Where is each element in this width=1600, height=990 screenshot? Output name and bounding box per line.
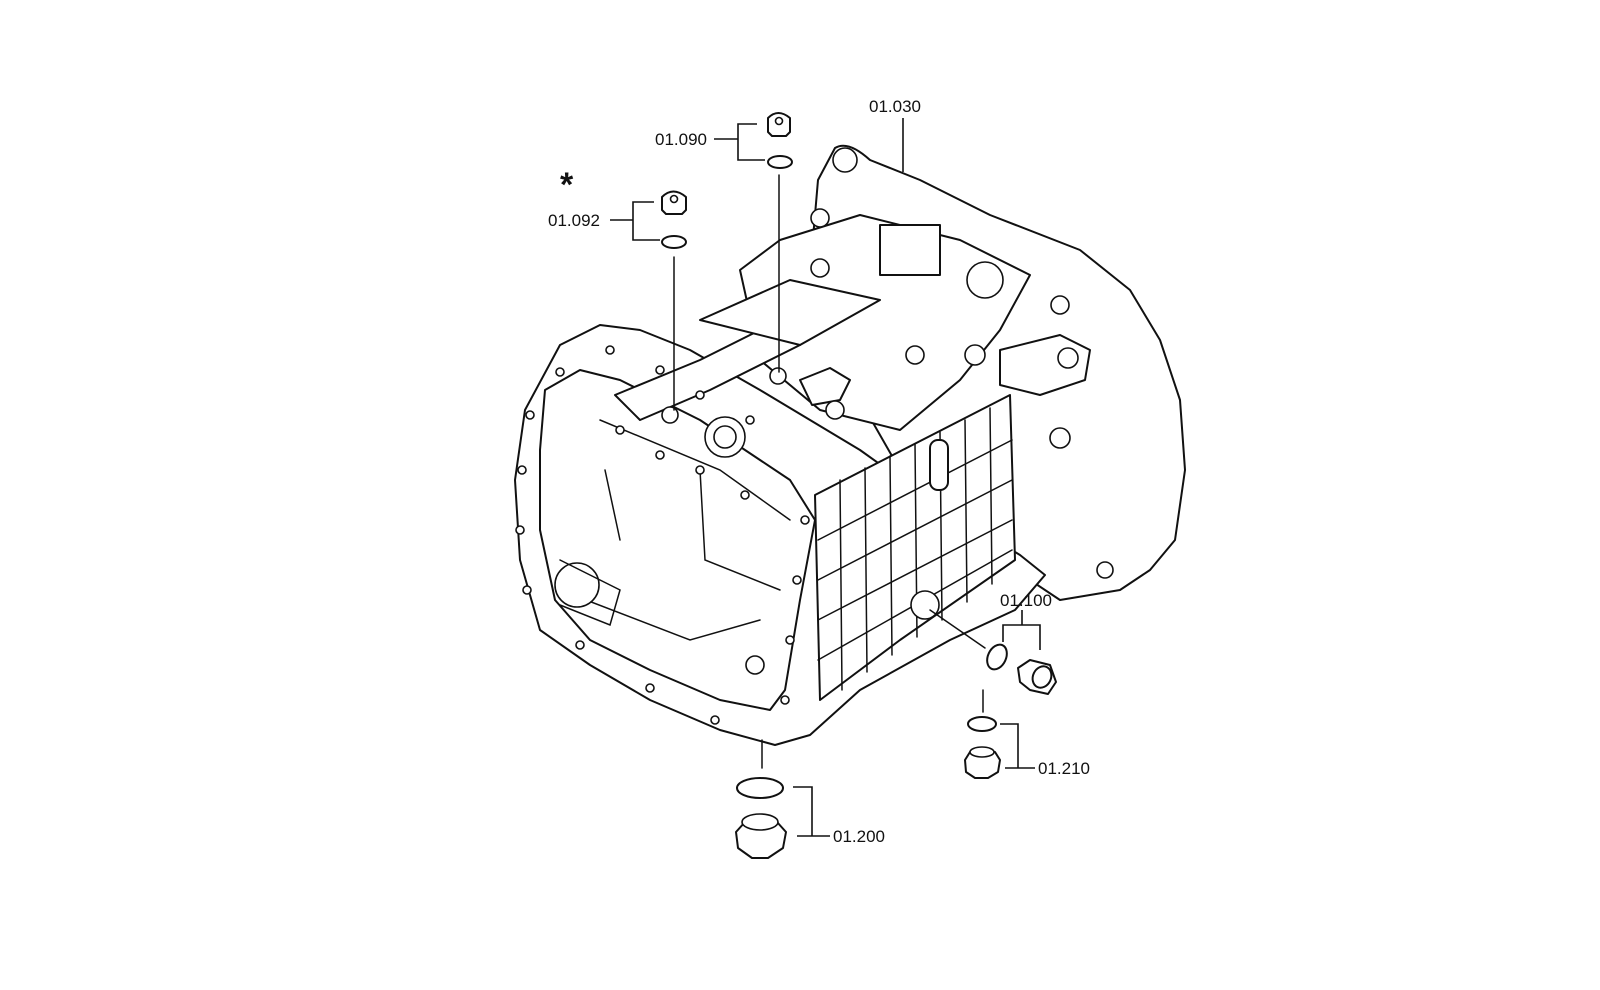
seal-ring-01210 [967, 716, 997, 732]
plug-seat-01092 [661, 406, 679, 424]
plug-01210 [964, 751, 1001, 779]
rear-round-port [966, 261, 1004, 299]
callout-01090-bracket [714, 123, 765, 161]
plug-seat-01090 [769, 367, 787, 385]
rear-lug-hole [1057, 347, 1079, 369]
top-round-boss-inner [713, 425, 737, 449]
lifting-eye-hole [832, 147, 858, 173]
front-bore-boss [559, 559, 621, 627]
callout-01200-label: 01.200 [833, 827, 885, 846]
part-01210 [964, 689, 1035, 779]
front-bore [554, 562, 600, 608]
seal-ring-01200 [736, 777, 784, 799]
seal-ring-01090 [767, 155, 793, 169]
seal-ring-01092 [661, 235, 687, 249]
plug-01100-head [1031, 665, 1053, 689]
callout-01030-label: 01.030 [869, 97, 921, 116]
callout-01100-label: 01.100 [1000, 591, 1052, 610]
sensor-block [799, 367, 851, 406]
part-01100 [929, 609, 1057, 695]
callout-01210-bracket [1000, 723, 1035, 769]
part-01200 [735, 739, 830, 859]
callout-01092-label: 01.092 [548, 211, 600, 230]
gearbox-housing [514, 144, 1186, 746]
top-square-port [879, 224, 941, 276]
axis-01100 [929, 609, 986, 649]
side-slot [929, 439, 949, 491]
callout-01210-label: 01.210 [1038, 759, 1090, 778]
callout-01092-bracket [610, 201, 660, 241]
part-01090 [714, 112, 793, 373]
asterisk-marker: * [560, 166, 574, 204]
flange-bolt-holes [515, 208, 1114, 725]
plug-01200-top [741, 813, 779, 831]
plug-01092-socket [669, 194, 679, 204]
plug-01210-top [969, 746, 995, 758]
callout-01200-bracket [793, 786, 830, 837]
housing-inner-floor [559, 419, 791, 641]
plug-01200 [735, 821, 787, 859]
seal-ring-01100 [986, 643, 1008, 671]
callout-01100-bracket [1002, 610, 1041, 650]
plug-01090-socket [774, 116, 784, 126]
callout-01090-label: 01.090 [655, 130, 707, 149]
part-01092 [610, 190, 687, 411]
top-rail-mid [699, 279, 881, 346]
